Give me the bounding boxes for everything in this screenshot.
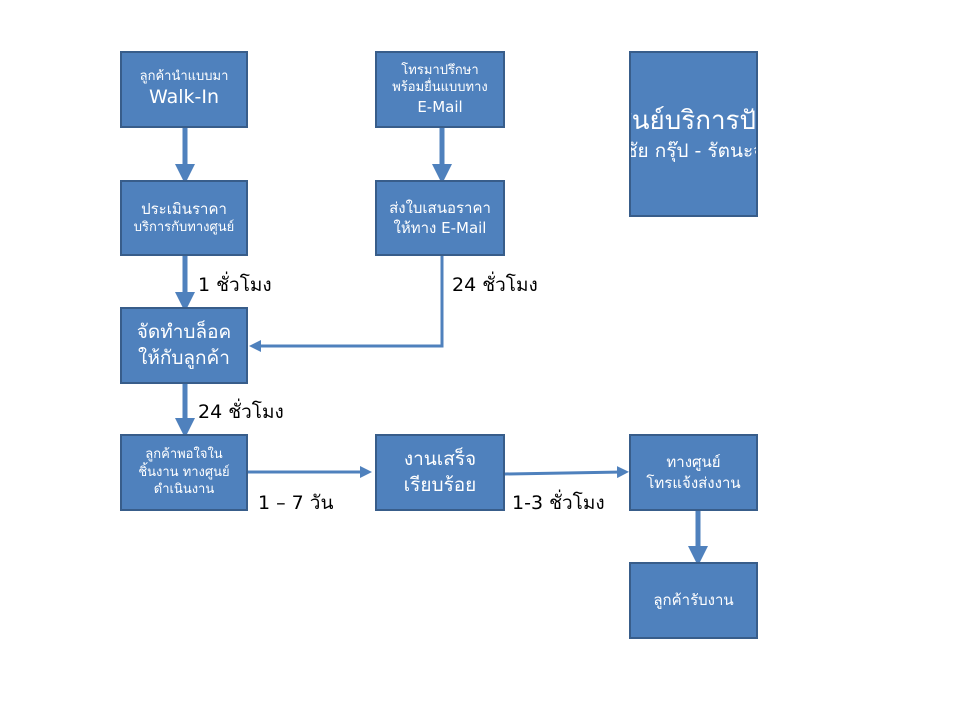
evaluate-line2: บริการกับทางศูนย์	[133, 220, 235, 236]
quote-box: ส่งใบเสนอราคา ให้ทาง E-Mail	[375, 180, 505, 256]
notify-box: ทางศูนย์ โทรแจ้งส่งงาน	[629, 434, 758, 511]
receive-line1: ลูกค้ารับงาน	[653, 591, 734, 610]
evaluate-line1: ประเมินราคา	[141, 200, 227, 219]
label-block-to-approve: 24 ชั่วโมง	[198, 401, 284, 423]
walk-in-line2: Walk-In	[149, 86, 219, 109]
quote-line1: ส่งใบเสนอราคา	[389, 198, 491, 217]
arrow-quote-to-block	[249, 256, 444, 352]
approve-box: ลูกค้าพอใจใน ชิ้นงาน ทางศูนย์ ดำเนินงาน	[120, 434, 248, 511]
phone-email-box: โทรมาปรึกษา พร้อมยื่นแบบทาง E-Mail	[375, 51, 505, 128]
notify-line1: ทางศูนย์	[666, 453, 721, 472]
done-line2: เรียบร้อย	[403, 473, 477, 496]
block-line1: จัดทำบล็อค	[136, 320, 232, 343]
walk-in-line1: ลูกค้านำแบบมา	[139, 68, 229, 84]
approve-line3: ดำเนินงาน	[153, 482, 215, 498]
receive-box: ลูกค้ารับงาน	[629, 562, 758, 639]
quote-line2: ให้ทาง E-Mail	[393, 219, 487, 237]
done-line1: งานเสร็จ	[403, 447, 477, 470]
notify-line2: โทรแจ้งส่งงาน	[646, 473, 741, 492]
approve-line1: ลูกค้าพอใจใน	[145, 447, 223, 463]
done-box: งานเสร็จ เรียบร้อย	[375, 434, 505, 511]
label-approve-to-done: 1 – 7 วัน	[258, 492, 334, 514]
evaluate-box: ประเมินราคา บริการกับทางศูนย์	[120, 180, 248, 256]
service-center-box: ศูนย์บริการปัก วันชัย กรุ๊ป - รัตนะจักร	[629, 51, 758, 217]
label-evaluate-to-block: 1 ชั่วโมง	[198, 274, 272, 296]
service-center-subtitle: วันชัย กรุ๊ป - รัตนะจักร	[631, 139, 756, 162]
phone-email-line2: พร้อมยื่นแบบทาง	[392, 80, 488, 96]
arrow-done-to-notify	[504, 466, 629, 479]
walk-in-box: ลูกค้านำแบบมา Walk-In	[120, 51, 248, 128]
block-box: จัดทำบล็อค ให้กับลูกค้า	[120, 307, 248, 384]
service-center-title: ศูนย์บริการปัก	[631, 105, 757, 136]
label-done-to-notify: 1-3 ชั่วโมง	[512, 492, 605, 514]
phone-email-line3: E-Mail	[417, 97, 463, 116]
phone-email-line1: โทรมาปรึกษา	[401, 62, 479, 78]
label-quote-to-block: 24 ชั่วโมง	[452, 274, 538, 296]
approve-line2: ชิ้นงาน ทางศูนย์	[138, 464, 230, 480]
block-line2: ให้กับลูกค้า	[138, 346, 230, 369]
